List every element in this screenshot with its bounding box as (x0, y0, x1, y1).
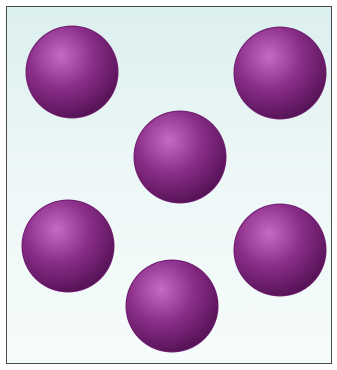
particle-sphere (126, 260, 218, 352)
particle-sphere (134, 111, 226, 203)
particle-sphere (234, 27, 326, 119)
particle-sphere (22, 200, 114, 292)
particle-sphere (26, 26, 118, 118)
particle-sphere (234, 204, 326, 296)
